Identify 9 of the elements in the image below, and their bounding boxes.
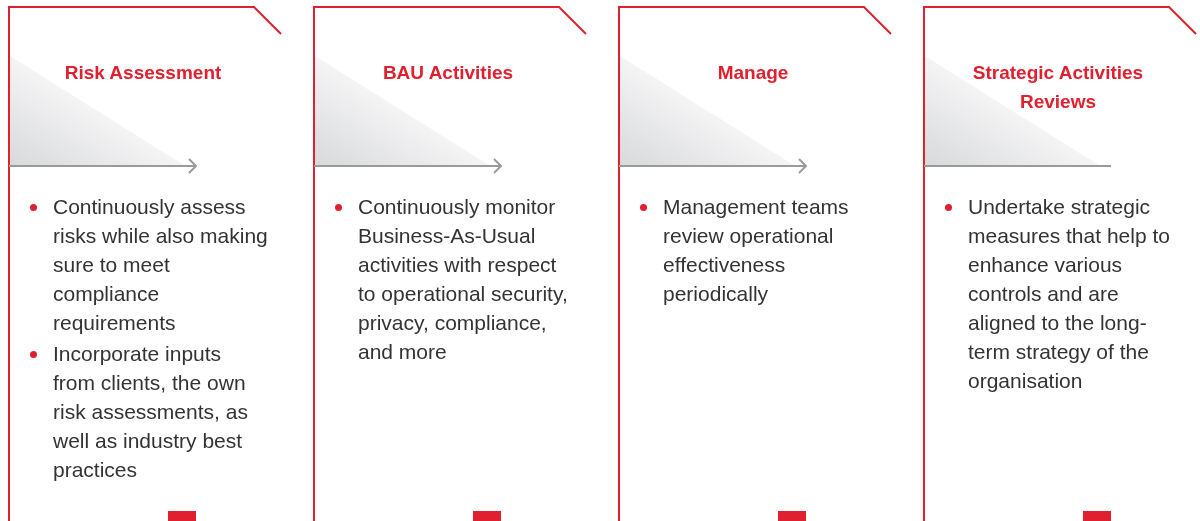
bullet-text: Incorporate inputs from clients, the own risk assessments, as well as industry best practices <box>53 342 248 481</box>
card-heading: Risk Assessment <box>63 61 223 85</box>
card-heading: Strategic Activities Reviews <box>971 61 1145 114</box>
bullet-text: Continuously assess risks while also making sure to meet compliance requirements <box>53 195 268 334</box>
card-heading: BAU Activities <box>381 61 515 85</box>
bullet-text: Continuously monitor Business-As-Usual activities with respect to operational security, privacy, compliance, and more <box>358 195 568 363</box>
card-heading: Manage <box>716 61 790 85</box>
bullet-text: Management teams review operational effectiveness periodically <box>663 195 849 305</box>
bullet-text: Undertake strategic measures that help to enhance various controls and are aligned to the long-term strategy of the organisation <box>968 195 1170 392</box>
